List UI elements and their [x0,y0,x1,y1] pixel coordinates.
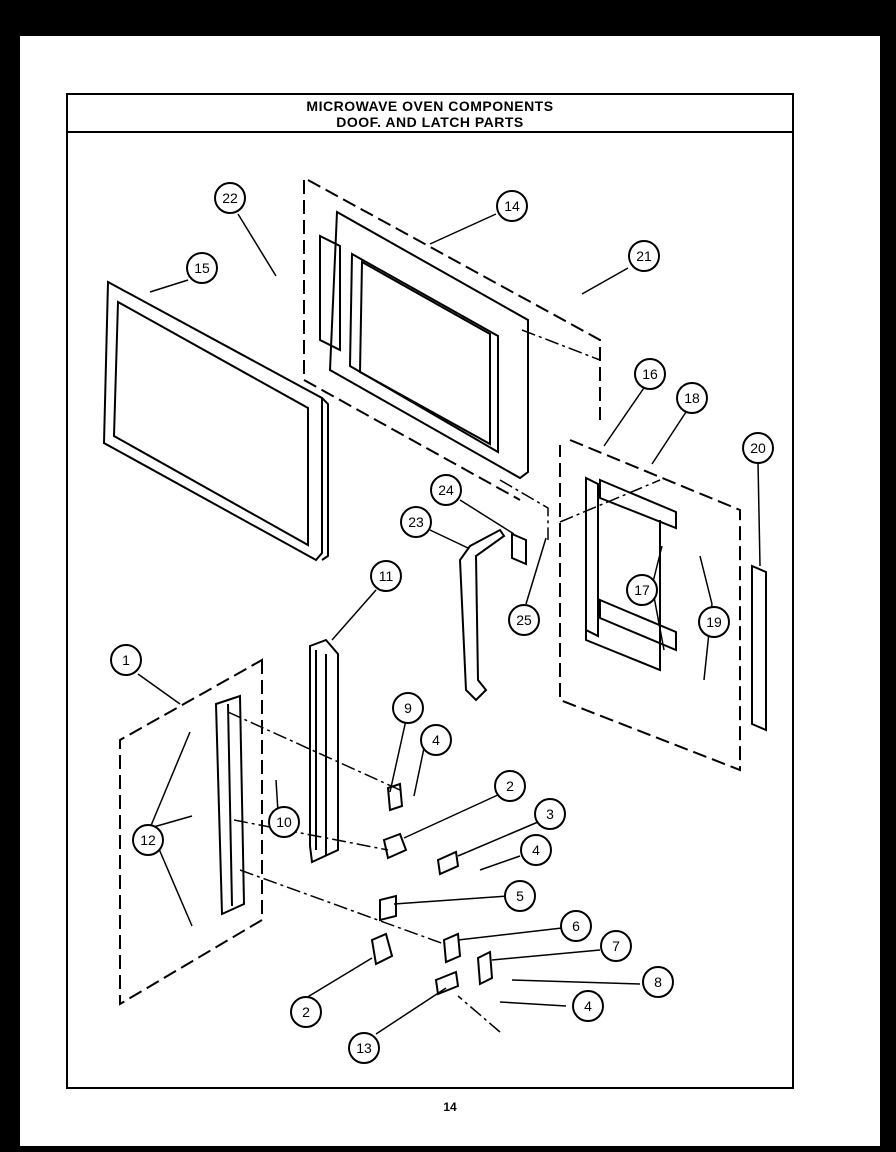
part-inner-door-panel [319,210,529,480]
svg-text:15: 15 [194,260,210,276]
part-switch-3 [436,850,460,876]
enclosure-1 [119,658,263,1006]
callout-2-top: 2 [494,770,526,802]
callout-10: 10 [268,806,300,838]
callout-23: 23 [400,506,432,538]
callout-4-mid: 4 [520,834,552,866]
part-block-13 [434,970,460,996]
callout-8: 8 [642,966,674,998]
callout-15: 15 [186,252,218,284]
callout-19: 19 [698,606,730,638]
callout-7: 7 [600,930,632,962]
svg-text:1: 1 [122,652,130,668]
svg-text:4: 4 [584,998,592,1014]
part-strip-20 [751,564,767,732]
svg-text:12: 12 [140,832,156,848]
callout-16: 16 [634,358,666,390]
callout-11: 11 [370,560,402,592]
callout-25: 25 [508,604,540,636]
enclosure-14 [307,179,601,420]
part-switch-9 [386,782,404,812]
svg-text:20: 20 [750,440,766,456]
callout-9: 9 [392,692,424,724]
projection-lines [227,329,661,1033]
svg-text:24: 24 [438,482,454,498]
callouts: 1 2 2 3 4 4 4 5 6 7 8 9 10 11 12 13 14 1… [110,182,774,1064]
svg-text:9: 9 [404,700,412,716]
callout-13: 13 [348,1032,380,1064]
svg-text:14: 14 [504,198,520,214]
leader-lines [137,213,761,1035]
part-lever [458,528,506,702]
part-latch-plate [214,694,246,916]
part-cam [511,532,527,566]
svg-text:10: 10 [276,814,292,830]
svg-text:6: 6 [572,918,580,934]
callout-14: 14 [496,190,528,222]
svg-text:2: 2 [302,1004,310,1020]
part-switch-6 [442,932,462,964]
part-door-frame [102,280,329,562]
svg-text:11: 11 [379,568,394,584]
callout-4-top: 4 [420,724,452,756]
part-switch-7 [476,950,494,986]
callout-4-bottom: 4 [572,990,604,1022]
callout-6: 6 [560,910,592,942]
part-long-bar [309,638,339,864]
enclosure-14-lower [303,180,521,501]
svg-text:8: 8 [654,974,662,990]
callout-22: 22 [214,182,246,214]
part-switch-2-bottom [370,932,394,966]
callout-1: 1 [110,644,142,676]
svg-text:5: 5 [516,888,524,904]
svg-text:17: 17 [634,582,650,598]
svg-text:23: 23 [408,514,424,530]
svg-text:25: 25 [516,612,532,628]
callout-18: 18 [676,382,708,414]
callout-12: 12 [132,824,164,856]
callout-2-bottom: 2 [290,996,322,1028]
svg-text:2: 2 [506,778,514,794]
callout-21: 21 [628,240,660,272]
callout-17: 17 [626,574,658,606]
callout-3: 3 [534,798,566,830]
svg-text:21: 21 [636,248,652,264]
svg-text:3: 3 [546,806,554,822]
svg-text:18: 18 [684,390,700,406]
svg-text:16: 16 [642,366,658,382]
svg-text:13: 13 [356,1040,372,1056]
svg-text:19: 19 [706,614,722,630]
part-switch-2-top [382,832,408,860]
svg-text:4: 4 [532,842,540,858]
callout-24: 24 [430,474,462,506]
part-plate-5 [379,894,397,922]
svg-text:4: 4 [432,732,440,748]
svg-text:7: 7 [612,938,620,954]
callout-20: 20 [742,432,774,464]
callout-5: 5 [504,880,536,912]
enclosure-16 [559,439,741,772]
part-latch-rail [585,476,677,672]
svg-text:22: 22 [222,190,238,206]
